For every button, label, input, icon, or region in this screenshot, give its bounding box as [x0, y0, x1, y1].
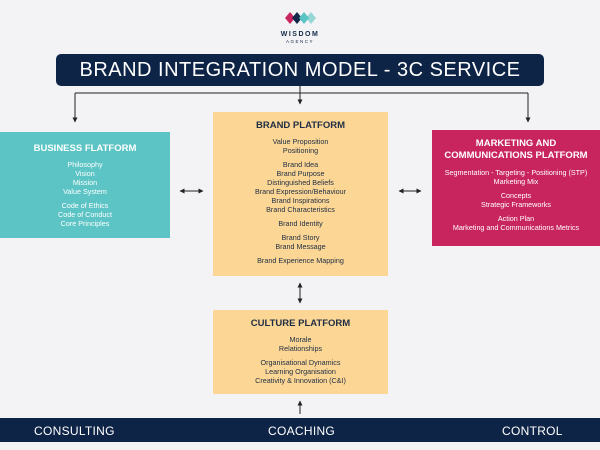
culture-platform-box: CULTURE PLATFORM Morale Relationships Or… — [213, 310, 388, 394]
brand-platform-box: BRAND PLATFORM Value Proposition Positio… — [213, 112, 388, 276]
wisdom-logo-icon — [285, 12, 316, 24]
business-group-values: Philosophy Vision Mission Value System — [0, 160, 170, 196]
culture-platform-heading: CULTURE PLATFORM — [250, 318, 351, 329]
list-item: Brand Message — [275, 242, 326, 252]
list-item: Brand Idea — [282, 160, 319, 170]
business-group-codes: Code of Ethics Code of Conduct Core Prin… — [0, 201, 170, 228]
list-item: Concepts — [500, 190, 532, 200]
culture-group-morale: Morale Relationships — [213, 335, 388, 353]
list-item: Value System — [63, 187, 107, 197]
marketing-heading-line-1: MARKETING AND — [475, 138, 557, 149]
list-item: Brand Expression/Behaviour — [254, 187, 347, 197]
logo-wordmark: WISDOM — [280, 31, 320, 38]
list-item: Code of Ethics — [61, 201, 109, 211]
footer-bar: CONSULTING COACHING CONTROL — [0, 418, 600, 442]
marketing-group-stp: Segmentation - Targeting - Positioning (… — [432, 168, 600, 186]
list-item: Value Proposition — [272, 137, 329, 147]
list-item: Relationships — [278, 344, 323, 354]
culture-group-dynamics: Organisational Dynamics Learning Organis… — [213, 358, 388, 385]
list-item: Mission — [72, 178, 98, 188]
list-item: Morale — [289, 335, 312, 345]
list-item: Brand Inspirations — [271, 196, 330, 206]
list-item: Code of Conduct — [58, 210, 112, 220]
page-title: BRAND INTEGRATION MODEL - 3C SERVICE — [56, 54, 544, 86]
footer-consulting: CONSULTING — [34, 424, 115, 438]
list-item: Philosophy — [67, 160, 103, 170]
list-item: Organisational Dynamics — [260, 358, 341, 368]
list-item: Distinguished Beliefs — [267, 178, 334, 188]
list-item: Vision — [75, 169, 95, 179]
list-item: Brand Story — [281, 233, 320, 243]
list-item: Brand Experience Mapping — [257, 256, 344, 266]
brand-group-identity: Brand Identity — [213, 219, 388, 228]
list-item: Positioning — [282, 146, 319, 156]
logo-subtext: AGENCY — [285, 39, 314, 44]
list-item: Marketing and Communications Metrics — [452, 222, 580, 232]
marketing-platform-heading: MARKETING AND COMMUNICATIONS PLATFORM — [432, 138, 600, 163]
brand-platform-heading: BRAND PLATFORM — [255, 120, 345, 131]
brand-group-story: Brand Story Brand Message — [213, 233, 388, 251]
brand-group-idea: Brand Idea Brand Purpose Distinguished B… — [213, 160, 388, 214]
business-platform-box: BUSINESS FLATFORM Philosophy Vision Miss… — [0, 132, 170, 238]
marketing-platform-box: MARKETING AND COMMUNICATIONS PLATFORM Se… — [432, 130, 600, 246]
marketing-group-action: Action Plan Marketing and Communications… — [432, 214, 600, 232]
brand-group-value: Value Proposition Positioning — [213, 137, 388, 155]
list-item: Brand Identity — [278, 219, 323, 229]
list-item: Segmentation - Targeting - Positioning (… — [444, 167, 588, 177]
list-item: Action Plan — [497, 213, 535, 223]
marketing-group-concepts: Concepts Strategic Frameworks — [432, 191, 600, 209]
business-platform-heading: BUSINESS FLATFORM — [33, 143, 137, 154]
list-item: Learning Organisation — [265, 367, 336, 377]
list-item: Core Principles — [60, 219, 110, 229]
list-item: Strategic Frameworks — [481, 199, 551, 209]
list-item: Brand Characteristics — [266, 205, 335, 215]
list-item: Marketing Mix — [493, 176, 539, 186]
list-item: Brand Purpose — [276, 169, 325, 179]
list-item: Creativity & Innovation (C&I) — [255, 376, 346, 386]
footer-control: CONTROL — [502, 424, 563, 438]
marketing-heading-line-2: COMMUNICATIONS PLATFORM — [444, 150, 588, 162]
brand-group-experience: Brand Experience Mapping — [213, 256, 388, 265]
footer-coaching: COACHING — [268, 424, 336, 438]
